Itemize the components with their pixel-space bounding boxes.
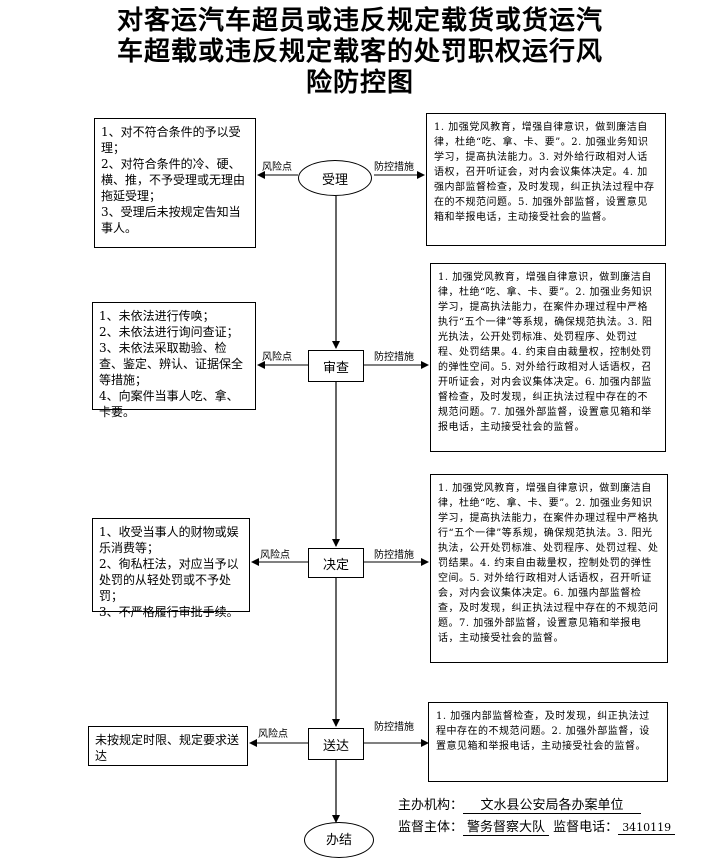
title-line-2: 车超载或违反规定载客的处罚职权运行风 — [116, 37, 603, 67]
footer-supervisor: 监督主体：警务督察大队 监督电话：3410119 — [398, 816, 676, 836]
risk-point-label-4: 风险点 — [258, 729, 288, 740]
supervisor-value: 警务督察大队 — [463, 816, 550, 836]
risk-point-label-3: 风险点 — [260, 550, 290, 561]
measure-box-delivery: 1. 加强内部监督检查，及时发现，纠正执法过程中存在的不规范问题。2. 加强外部… — [428, 702, 668, 782]
stage-node-review: 审查 — [308, 350, 364, 382]
stage-node-complete: 办结 — [304, 822, 374, 858]
measure-box-decision: 1. 加强党风教育，增强自律意识，做到廉洁自律，杜绝“吃、拿、卡、要”。2. 加… — [430, 474, 668, 663]
title-line-1: 对客运汽车超员或违反规定载货或货运汽 — [116, 6, 603, 36]
stage-node-decision: 决定 — [308, 548, 364, 578]
risk-point-label-1: 风险点 — [262, 162, 292, 173]
risk-box-decision: 1、收受当事人的财物或娱乐消费等； 2、徇私枉法，对应当予以处罚的从轻处罚或不予… — [92, 518, 250, 619]
risk-point-label-2: 风险点 — [262, 352, 292, 363]
prevention-label-3: 防控措施 — [374, 550, 414, 561]
measure-box-accept: 1. 加强党风教育，增强自律意识，做到廉洁自律，杜绝“吃、拿、卡、要”。2. 加… — [426, 113, 666, 246]
risk-box-accept: 1、对不符合条件的予以受理； 2、对符合条件的冷、硬、横、推，不予受理或无理由拖… — [94, 118, 256, 248]
risk-box-delivery: 未按规定时限、规定要求送达 — [88, 726, 248, 766]
stage-node-accept: 受理 — [298, 160, 372, 196]
prevention-label-4: 防控措施 — [374, 722, 414, 733]
prevention-label-2: 防控措施 — [374, 352, 414, 363]
title-line-3: 险防控图 — [305, 68, 414, 98]
measure-box-review: 1. 加强党风教育，增强自律意识，做到廉洁自律，杜绝“吃、拿、卡、要”。2. 加… — [430, 263, 666, 452]
organizer-value: 文水县公安局各办案单位 — [463, 794, 642, 814]
organizer-label: 主办机构： — [398, 798, 464, 813]
risk-box-review: 1、未依法进行传唤； 2、未依法进行询问查证； 3、未依法采取勘验、检查、鉴定、… — [92, 302, 256, 419]
page-title: 对客运汽车超员或违反规定载货或货运汽 车超载或违反规定载客的处罚职权运行风 险防… — [60, 6, 660, 99]
supervisor-label: 监督主体： — [398, 820, 464, 835]
stage-node-delivery: 送达 — [308, 728, 364, 760]
prevention-label-1: 防控措施 — [374, 162, 414, 173]
footer-organizer: 主办机构：文水县公安局各办案单位 — [398, 794, 642, 814]
phone-value: 3410119 — [618, 821, 676, 835]
phone-label: 监督电话： — [553, 820, 619, 835]
